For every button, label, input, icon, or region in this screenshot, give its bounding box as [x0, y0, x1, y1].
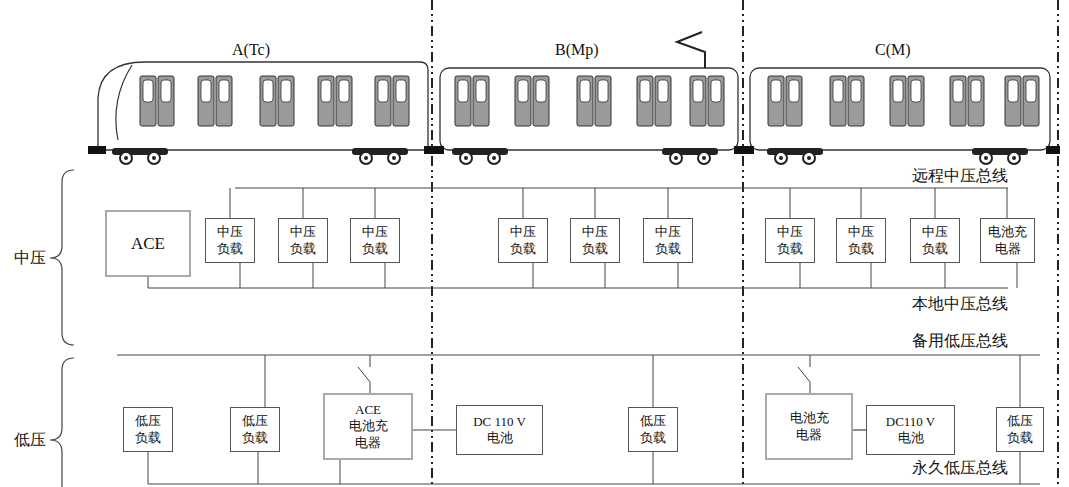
load-box: DC 110 V 电池 [456, 405, 543, 455]
load-box: 中压 负载 [765, 218, 815, 263]
node-text: 低压 负载 [127, 413, 169, 446]
node-text: 低压 负载 [1000, 413, 1040, 446]
node-text: 中压 负载 [769, 224, 811, 257]
label-text: C(M) [875, 40, 911, 59]
load-box: 中压 负载 [498, 218, 548, 263]
separators [432, 0, 1058, 487]
load-box: 中压 负载 [350, 218, 400, 263]
node-text: 中压 负载 [914, 224, 956, 257]
node-text: 中压 负载 [574, 224, 616, 257]
load-box: 中压 负载 [910, 218, 960, 263]
node-text: 中压 负载 [840, 224, 882, 257]
bus-wires [117, 188, 1040, 484]
node-text: 低压 负载 [234, 413, 276, 446]
load-box: 低压 负载 [230, 407, 280, 452]
train [88, 32, 1060, 164]
load-box: 中压 负载 [836, 218, 886, 263]
load-box: 中压 负载 [205, 218, 255, 263]
node-text: ACE [131, 233, 165, 254]
load-box: 中压 负载 [570, 218, 620, 263]
node-text: 电池充 电器 [784, 410, 834, 443]
node-text: DC 110 V 电池 [464, 414, 536, 447]
connector [413, 429, 456, 430]
node-text: 中压 负载 [209, 224, 251, 257]
label-text: 远程中压总线 [912, 166, 1008, 185]
ace-box: ACE [105, 210, 191, 277]
load-box: ACE 电池充 电器 [323, 393, 413, 460]
node-text: 电池充 电器 [985, 224, 1031, 257]
load-box: 低压 负载 [123, 407, 173, 452]
node-text: 中压 负载 [647, 224, 689, 257]
node-text: ACE 电池充 电器 [343, 402, 393, 451]
label-text: 永久低压总线 [912, 458, 1008, 477]
node-text: 中压 负载 [282, 224, 324, 257]
connector [853, 429, 866, 430]
brackets [50, 170, 74, 487]
load-box: 低压 负载 [628, 407, 678, 452]
node-text: 中压 负载 [354, 224, 396, 257]
label-text: 备用低压总线 [912, 331, 1008, 350]
load-box: 中压 负载 [643, 218, 693, 263]
label-text: B(Mp) [555, 40, 599, 59]
load-box: 电池充 电器 [980, 218, 1035, 263]
load-box: 低压 负载 [996, 407, 1044, 452]
label-text: 中压 [14, 248, 46, 267]
node-text: 低压 负载 [632, 413, 674, 446]
label-text: 低压 [14, 430, 46, 449]
node-text: DC110 V 电池 [875, 414, 947, 447]
load-box: 电池充 电器 [765, 393, 853, 460]
node-text: 中压 负载 [502, 224, 544, 257]
label-text: A(Tc) [232, 40, 270, 59]
label-text: 本地中压总线 [912, 294, 1008, 313]
load-box: 中压 负载 [278, 218, 328, 263]
load-box: DC110 V 电池 [866, 405, 955, 455]
